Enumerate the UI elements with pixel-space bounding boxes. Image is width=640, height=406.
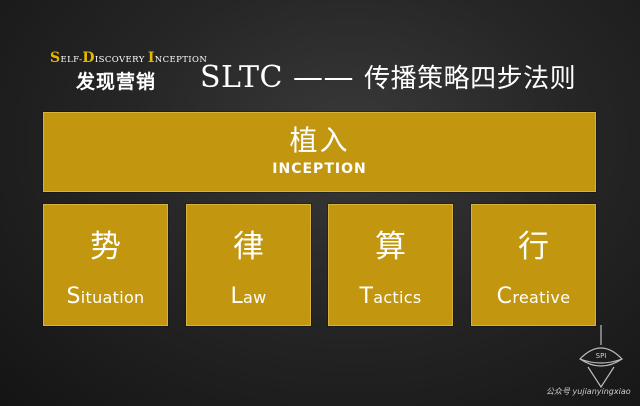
brand-word-self: ELF-	[60, 55, 83, 65]
step-english: Law	[187, 284, 310, 309]
step-english: Situation	[44, 284, 167, 309]
step-box-situation: 势 Situation	[43, 204, 168, 326]
title-chinese: 传播策略四步法则	[364, 64, 577, 94]
step-box-tactics: 算 Tactics	[328, 204, 453, 326]
watermark-caption: 公众号 yujianyingxiao	[546, 387, 631, 396]
step-chinese: 势	[90, 229, 121, 265]
brand-letter-d: D	[82, 50, 95, 66]
inception-box: 植入 INCEPTION	[43, 112, 596, 192]
slide-title: SLTC —— 传播策略四步法则	[200, 58, 576, 95]
step-english: Creative	[472, 284, 595, 309]
spinning-top-logo-icon: SPI	[578, 325, 624, 389]
brand-letter-s: S	[50, 50, 61, 66]
brand-chinese: 发现营销	[76, 71, 157, 93]
step-initial: L	[230, 284, 244, 309]
step-initial: C	[496, 284, 513, 309]
inception-english: INCEPTION	[272, 161, 367, 177]
title-dash: ——	[283, 60, 365, 95]
logo-text: SPI	[596, 352, 607, 360]
step-chinese: 行	[518, 229, 549, 265]
brand-letter-i: I	[147, 50, 155, 66]
brand-word-discovery: ISCOVERY	[94, 55, 148, 65]
title-english: SLTC	[200, 60, 283, 95]
step-rest: actics	[373, 288, 422, 307]
step-rest: reative	[512, 288, 571, 307]
brand-block: SELF-DISCOVERY INCEPTION 发现营销	[50, 50, 207, 94]
step-chinese: 算	[375, 229, 406, 265]
step-rest: aw	[243, 288, 267, 307]
step-chinese: 律	[233, 229, 264, 265]
step-initial: T	[359, 284, 374, 309]
step-initial: S	[66, 284, 81, 309]
step-rest: ituation	[80, 288, 145, 307]
brand-word-inception: NCEPTION	[154, 55, 208, 65]
brand-english: SELF-DISCOVERY INCEPTION	[50, 50, 207, 66]
inception-chinese: 植入	[289, 124, 350, 157]
step-english: Tactics	[329, 284, 452, 309]
step-box-creative: 行 Creative	[471, 204, 596, 326]
step-box-law: 律 Law	[186, 204, 311, 326]
